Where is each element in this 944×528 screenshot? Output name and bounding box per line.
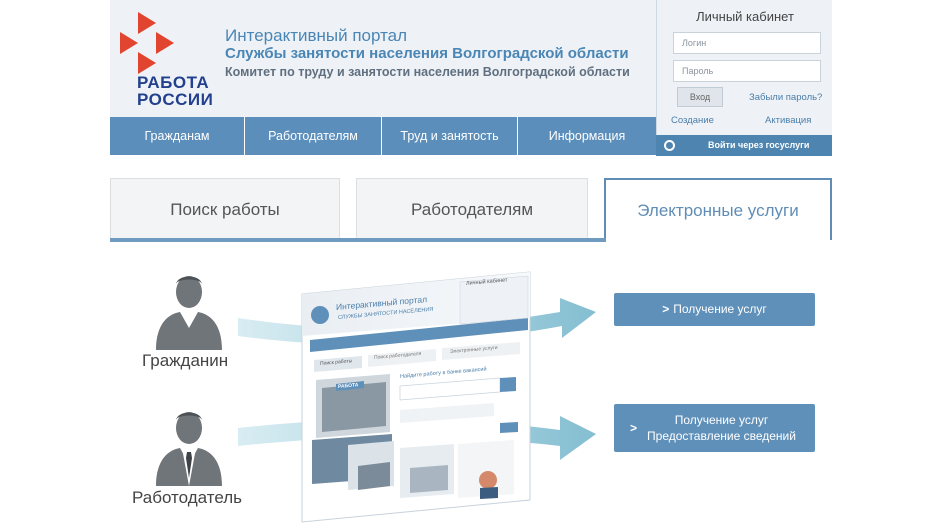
get-services-label: Получение услуг [673,302,767,316]
gosuslugi-icon [664,140,675,151]
tab-job-search[interactable]: Поиск работы [110,178,340,240]
employer-label: Работодатель [132,488,242,507]
logo-text[interactable]: РАБОТА РОССИИ [137,74,213,108]
mockup-logo-badge: РАБОТА [338,382,359,390]
tab-underline [110,238,606,242]
tab-e-services[interactable]: Электронные услуги [604,178,832,240]
citizen-person-icon [156,276,222,350]
password-input[interactable]: Пароль [673,60,821,82]
login-panel: Личный кабинет Логин Пароль Вход Забыли … [656,0,832,156]
portal-title: Интерактивный портал [225,26,408,45]
chevron-right-icon: > [662,302,670,316]
mockup-login-title: Личный кабинет [466,277,508,287]
get-services-provide-info-button[interactable]: > Получение услуг Предоставление сведени… [614,404,815,452]
citizen-arrow [238,298,596,345]
gosuslugi-label: Войти через госуслуги [708,140,810,150]
create-account-link[interactable]: Создание [671,115,714,126]
mockup-tab-1: Поиск работы [320,358,353,367]
main-nav: Гражданам Работодателям Труд и занятость… [110,117,656,155]
logo-line-1: РАБОТА [137,73,210,92]
mockup-tab-2: Поиск работодателя [374,350,422,361]
gosuslugi-login-button[interactable]: Войти через госуслуги [656,135,832,156]
logo-line-2: РОССИИ [137,90,214,109]
mockup-tab-3: Электронные услуги [450,344,498,355]
activation-link[interactable]: Активация [765,115,812,126]
employer-arrow [238,416,596,460]
nav-item-employers[interactable]: Работодателям [245,117,382,155]
login-title: Личный кабинет [696,9,794,24]
login-button[interactable]: Вход [677,87,723,107]
provide-info-label: Предоставление сведений [647,429,796,443]
nav-item-labor[interactable]: Труд и занятость [382,117,518,155]
committee-name: Комитет по труду и занятости населения В… [225,65,630,79]
employer-person-icon [156,412,222,486]
mockup-search-title: Найдите работу в банке вакансий [400,366,487,380]
chevron-right-icon: > [630,421,638,435]
forgot-password-link[interactable]: Забыли пароль? [749,92,823,103]
get-services-label-2: Получение услуг [674,413,769,427]
nav-item-citizens[interactable]: Гражданам [110,117,245,155]
get-services-button[interactable]: >Получение услуг [614,293,815,326]
nav-item-information[interactable]: Информация [548,129,626,143]
login-input[interactable]: Логин [673,32,821,54]
portal-subtitle: Службы занятости населения Волгоградской… [225,45,629,62]
rabota-rossii-logo-icon[interactable] [120,12,182,74]
citizen-label: Гражданин [142,351,229,370]
tab-employers[interactable]: Работодателям [356,178,588,240]
site-header [110,0,656,117]
